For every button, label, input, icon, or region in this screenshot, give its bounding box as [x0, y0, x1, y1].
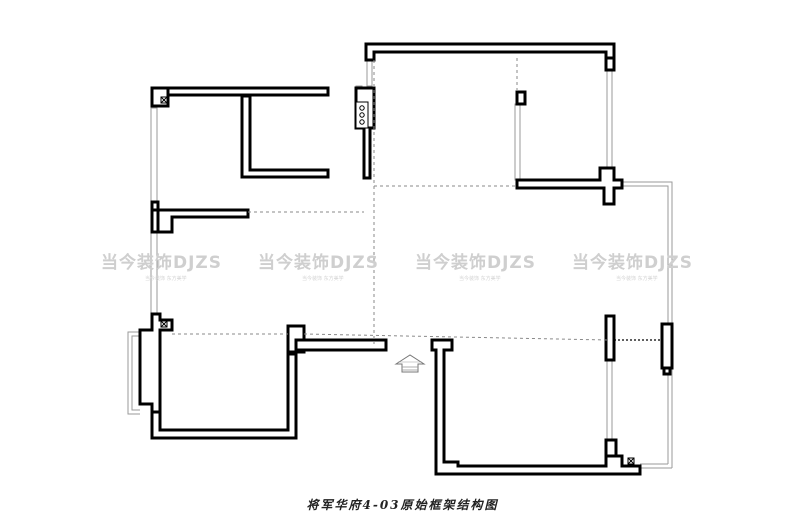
wall-top-right-room-bottom	[515, 166, 624, 206]
beam-living-center	[303, 333, 609, 341]
watermark-sub: 当今装饰 东方美学	[616, 275, 658, 282]
watermark-brand: 当今装饰DJZS	[572, 252, 693, 273]
window-right-outer	[622, 181, 673, 468]
watermark-brand: 当今装饰DJZS	[258, 252, 379, 273]
watermark-2: 当今装饰DJZS 当今装饰 东方美学	[258, 252, 379, 282]
vent-x-icon	[627, 457, 635, 465]
wall-top-right-corner	[604, 56, 616, 72]
vent-x-icon	[160, 96, 168, 104]
watermarks: 当今装饰DJZS 当今装饰 东方美学 当今装饰DJZS 当今装饰 东方美学 当今…	[101, 252, 693, 282]
gas-stove-icon	[355, 101, 369, 129]
walls	[138, 42, 674, 476]
watermark-sub: 当今装饰 东方美学	[302, 275, 344, 282]
dashed-beams	[172, 58, 662, 344]
wall-far-right-column	[660, 322, 674, 370]
symbols	[160, 92, 635, 465]
watermark-1: 当今装饰DJZS 当今装饰 东方美学	[101, 252, 222, 282]
window-top-left-strip	[366, 59, 373, 87]
wall-entry-left	[294, 338, 388, 352]
watermark-4: 当今装饰DJZS 当今装饰 东方美学	[572, 252, 693, 282]
wall-closet	[240, 94, 330, 179]
vent-x-icon	[160, 320, 168, 328]
window-left-middle	[150, 231, 158, 315]
wall-top-left-room-top	[150, 86, 330, 108]
watermark-sub: 当今装饰 东方美学	[145, 275, 187, 282]
window-right-lower	[606, 359, 613, 443]
wall-far-right-stub	[662, 366, 672, 376]
watermark-brand: 当今装饰DJZS	[101, 252, 222, 273]
wall-right-lower-column	[604, 438, 618, 458]
window-left-upper	[150, 107, 158, 203]
window-right-upper	[606, 69, 613, 171]
watermark-sub: 当今装饰 东方美学	[459, 275, 501, 282]
wall-top-left-corner	[150, 86, 170, 108]
window-inner-upper	[514, 103, 521, 181]
plan-title: 将军华府4-03原始框架结构图	[306, 498, 499, 512]
wall-bedroom-bottom	[150, 352, 298, 440]
watermark-3: 当今装饰DJZS 当今装饰 东方美学	[415, 252, 536, 282]
wall-bedroom-left	[138, 312, 174, 414]
watermark-brand: 当今装饰DJZS	[415, 252, 536, 273]
column-marker	[517, 92, 525, 104]
wall-top-right-room-top	[364, 42, 616, 62]
window-bay-outer	[127, 331, 140, 415]
wall-right-column	[604, 314, 616, 362]
wall-left-partition	[152, 208, 250, 234]
window-bay-inner	[131, 335, 140, 411]
entrance-arrow-icon	[394, 354, 426, 373]
